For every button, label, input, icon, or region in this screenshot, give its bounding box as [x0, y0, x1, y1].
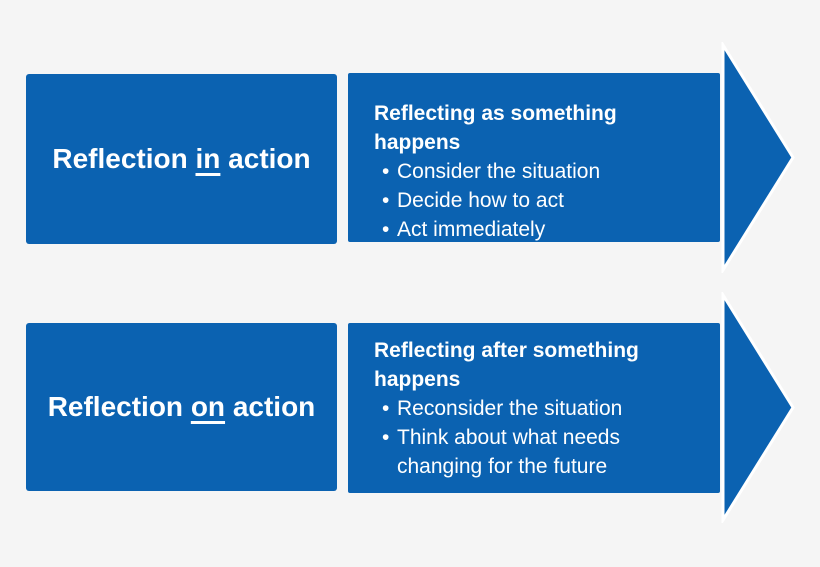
label-underlined-word: in [195, 143, 221, 174]
arrow-head-icon [721, 292, 795, 523]
label-space [225, 391, 233, 423]
bullet-item: Act immediately [382, 215, 698, 244]
label-text-pre: Reflection [52, 143, 188, 174]
arrow-bullet-list: Reconsider the situation Think about wha… [374, 394, 698, 481]
arrow-bullet-list: Consider the situation Decide how to act… [374, 157, 698, 244]
label-text-pre: Reflection [47, 391, 184, 422]
bullet-item: Reconsider the situation [382, 394, 698, 423]
arrow-heading: Reflecting after something happens [374, 339, 639, 391]
arrow-head-icon [721, 42, 795, 273]
reflection-in-action-box: Reflection in action [26, 74, 337, 244]
bullet-item: Think about what needs changing for the … [382, 423, 698, 481]
label-space [183, 391, 191, 423]
label-space [220, 143, 228, 175]
label-text-post: action [228, 143, 311, 174]
arrow-heading: Reflecting as something happens [374, 102, 617, 154]
label-text-post: action [232, 391, 316, 422]
label-space [188, 143, 196, 175]
reflection-on-action-arrow: Reflecting after something happens Recon… [348, 323, 720, 493]
bullet-item: Decide how to act [382, 186, 698, 215]
bullet-item: Consider the situation [382, 157, 698, 186]
reflection-on-action-box: Reflection on action [26, 323, 337, 491]
reflection-in-action-arrow: Reflecting as something happens Consider… [348, 73, 720, 242]
label-underlined-word: on [190, 391, 226, 422]
